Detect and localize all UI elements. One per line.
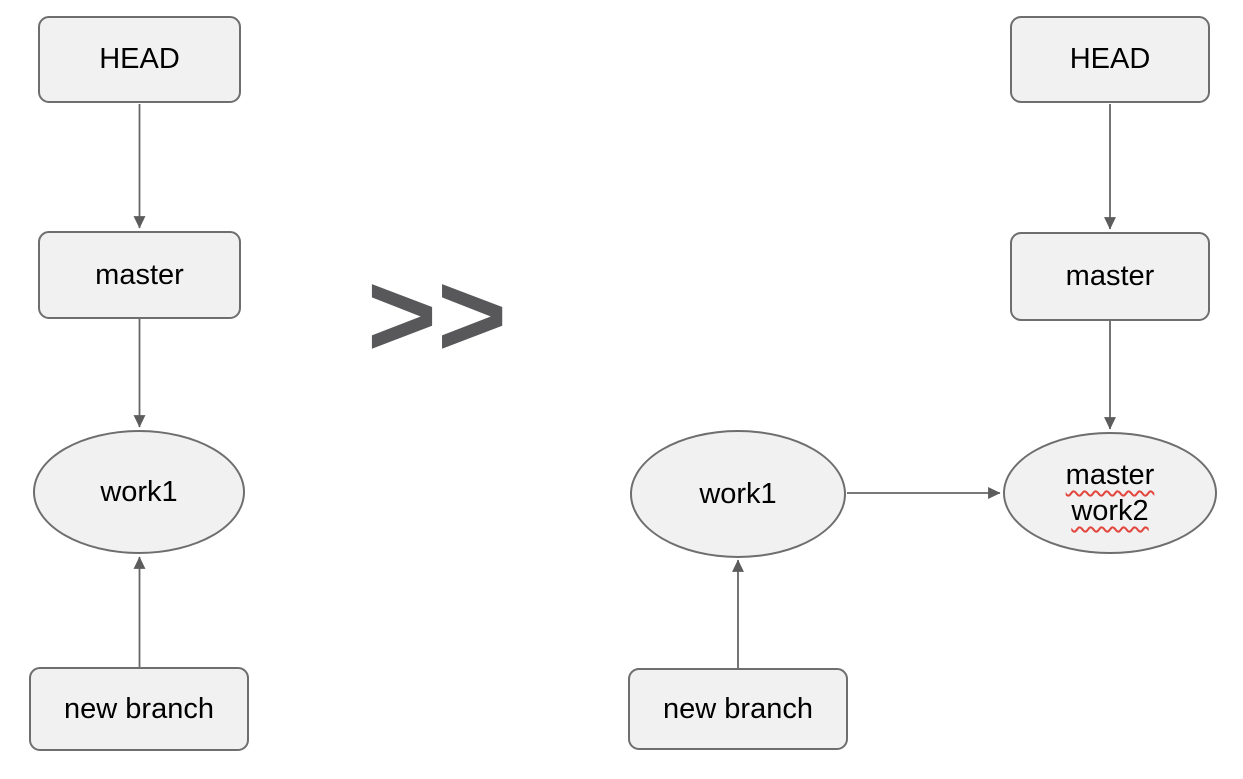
- left-new-branch-label: new branch: [64, 692, 214, 725]
- left-new-branch-node: new branch: [29, 667, 249, 751]
- left-head-label: HEAD: [99, 43, 180, 75]
- transition-separator: >>: [352, 240, 522, 390]
- right-merged-label-line1: master: [1065, 458, 1155, 491]
- right-master-label: master: [1065, 260, 1155, 292]
- left-head-node: HEAD: [38, 16, 241, 103]
- left-master-node: master: [38, 231, 241, 319]
- left-work1-label: work1: [100, 475, 178, 508]
- right-new-branch-label: new branch: [663, 692, 813, 725]
- right-head-node: HEAD: [1010, 16, 1210, 103]
- right-merged-commit-node: master work2: [1003, 432, 1217, 554]
- left-work1-commit-node: work1: [33, 430, 245, 554]
- right-head-label: HEAD: [1069, 43, 1151, 75]
- right-work1-commit-node: work1: [630, 430, 846, 558]
- left-master-label: master: [95, 258, 184, 291]
- transition-separator-label: >>: [366, 248, 508, 382]
- right-work1-label: work1: [699, 477, 777, 510]
- right-merged-label-line2: work2: [1071, 495, 1149, 527]
- right-new-branch-node: new branch: [628, 668, 848, 750]
- right-master-node: master: [1010, 232, 1210, 321]
